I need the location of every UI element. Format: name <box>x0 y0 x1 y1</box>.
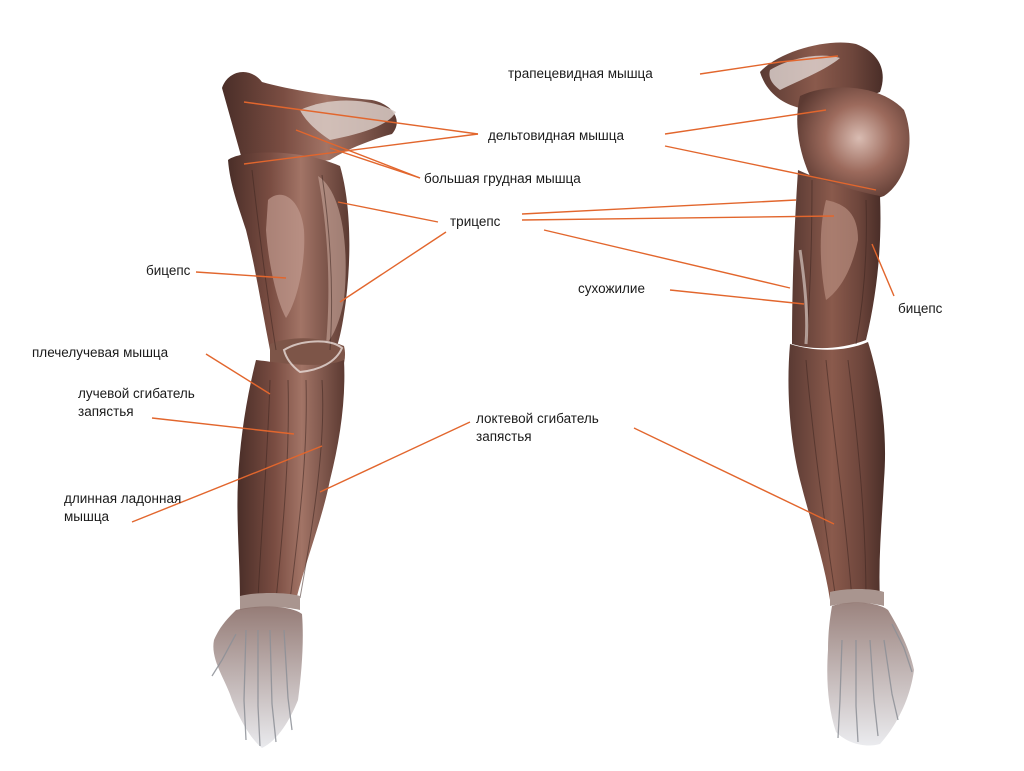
right-tendon-streak <box>798 249 809 345</box>
left-finger-bone <box>283 629 293 731</box>
left-finger-bone <box>243 629 247 741</box>
left-finger-bone <box>257 630 261 747</box>
left-thumb-bone <box>211 633 237 677</box>
left-forearm-line <box>257 379 271 599</box>
leader-deltoid-right <box>664 145 877 191</box>
label-tendon: сухожилие <box>578 281 645 296</box>
leader-triceps-right <box>521 215 835 221</box>
right-finger-bone <box>883 639 899 721</box>
label-palmaris-longus-line2: мышца <box>64 509 110 524</box>
left-pectoral-tendon <box>300 100 396 140</box>
right-thumb-bone <box>891 623 913 673</box>
leader-lines <box>131 55 895 525</box>
left-upper-line <box>321 174 333 351</box>
right-forearm-line <box>825 359 853 601</box>
leader-trapezius <box>699 61 781 75</box>
leader-flexor-radialis <box>151 417 295 435</box>
left-forearm-line <box>275 379 289 601</box>
leader-flexor-ulnaris <box>633 427 835 525</box>
right-forearm-shape <box>788 342 886 603</box>
label-palmaris-longus: длинная ладонная мышца <box>64 490 181 526</box>
label-deltoid: дельтовидная мышца <box>488 128 625 143</box>
left-forearm-line <box>299 379 324 599</box>
leader-biceps-left <box>195 271 287 279</box>
left-finger-bone <box>269 629 277 743</box>
leader-pectoral <box>329 147 421 179</box>
left-forearm-shape <box>237 360 345 605</box>
label-flexor-carpi-radialis-line2: запястья <box>78 404 134 419</box>
right-arm-illustration <box>760 42 914 746</box>
label-palmaris-longus-line1: длинная ладонная <box>64 491 182 506</box>
leader-brachioradialis <box>205 353 271 395</box>
leader-trapezius <box>779 55 839 63</box>
label-trapezius: трапецевидная мышца <box>508 66 653 81</box>
label-flexor-carpi-ulnaris: локтевой сгибатель запястья <box>476 410 599 446</box>
left-upper-line <box>251 169 277 351</box>
left-elbow-tendon <box>282 340 344 374</box>
label-flexor-carpi-ulnaris-line1: локтевой сгибатель <box>476 411 599 426</box>
right-forearm-line <box>847 359 867 601</box>
label-pectoralis-major: большая грудная мышца <box>424 171 581 186</box>
right-finger-bone <box>855 640 859 743</box>
leader-flexor-ulnaris <box>319 421 471 493</box>
label-flexor-carpi-radialis-line1: лучевой сгибатель <box>78 386 195 401</box>
right-hand-shape <box>827 602 914 746</box>
leader-triceps-right <box>543 229 791 289</box>
leader-palmaris <box>131 445 323 523</box>
leader-triceps-left <box>337 201 439 223</box>
leader-biceps-right <box>871 243 895 297</box>
label-brachioradialis: плечелучевая мышца <box>32 345 169 360</box>
leader-triceps-right <box>521 199 797 215</box>
right-upper-line <box>855 199 867 345</box>
right-deltoid-shape <box>797 87 910 201</box>
left-arm-illustration <box>211 71 397 748</box>
label-flexor-carpi-radialis: лучевой сгибатель запястья <box>78 385 195 421</box>
left-triceps-edge <box>318 176 346 344</box>
leader-pectoral <box>295 129 421 179</box>
label-biceps-left: бицепс <box>146 263 191 278</box>
label-triceps: трицепс <box>450 214 501 229</box>
leader-triceps-left <box>339 231 447 303</box>
right-forearm-line <box>805 359 837 601</box>
right-triceps-highlight <box>820 200 858 300</box>
label-flexor-carpi-ulnaris-line2: запястья <box>476 429 532 444</box>
leader-deltoid-right <box>664 109 827 135</box>
left-biceps-highlight <box>266 194 305 318</box>
right-wrist-band <box>830 589 884 606</box>
left-wrist-band <box>240 593 300 610</box>
left-forearm-line <box>289 379 307 601</box>
right-trapezius-highlight <box>769 55 840 90</box>
leader-tendon <box>669 289 805 305</box>
leader-deltoid-left <box>243 101 479 135</box>
label-biceps-right: бицепс <box>898 301 943 316</box>
right-finger-bone <box>869 639 879 737</box>
right-finger-bone <box>837 639 843 739</box>
leader-deltoid-left <box>243 133 479 165</box>
